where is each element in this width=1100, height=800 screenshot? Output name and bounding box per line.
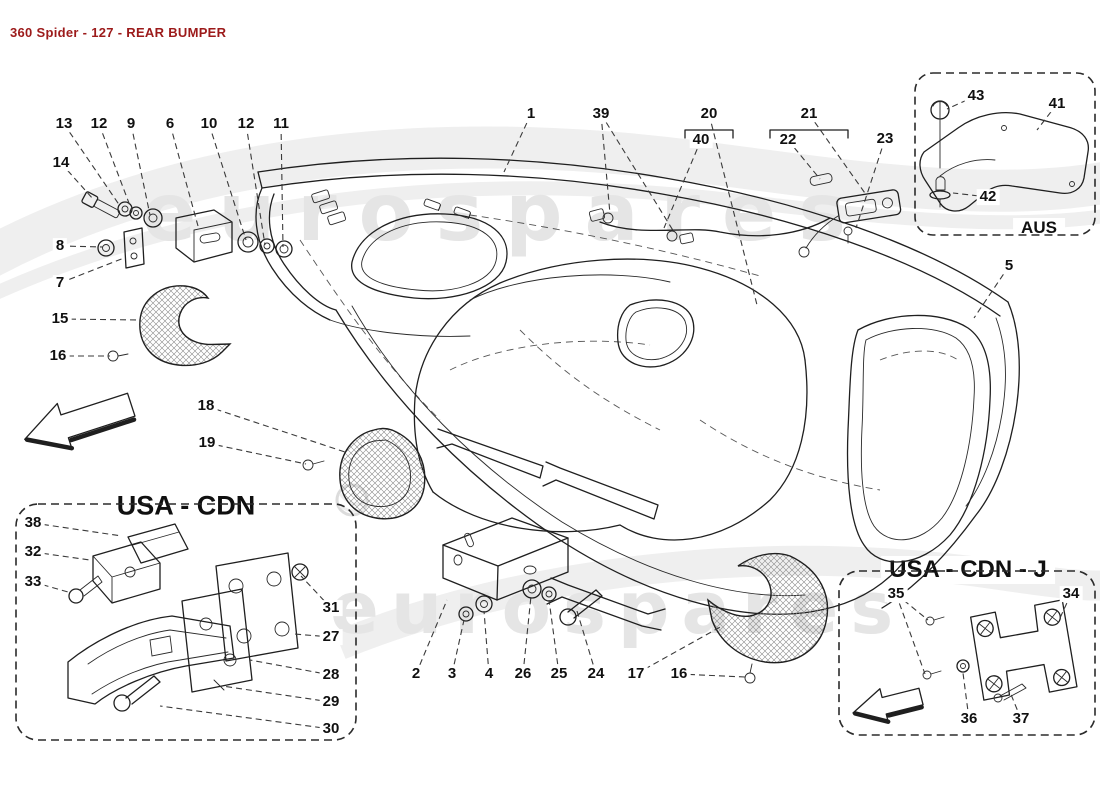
- light-screws: [809, 173, 853, 244]
- hitch-bolt: [113, 675, 161, 712]
- direction-arrow-small: [852, 687, 924, 724]
- mud-guard-left: [139, 285, 232, 367]
- bumper-shell: [255, 157, 1020, 615]
- bracket-21: [769, 129, 849, 139]
- grille-panel: [339, 427, 426, 520]
- usa-cdn-box: [15, 503, 357, 741]
- usa-cdn-j-box: [838, 570, 1096, 736]
- aus-box: [914, 72, 1096, 236]
- support-bracket: [442, 517, 569, 601]
- wiring-harness: [588, 208, 839, 258]
- mud-guard-screw-right: [744, 663, 756, 684]
- plate-screw: [291, 563, 309, 581]
- direction-arrow-large: [24, 392, 137, 451]
- fastener-group-left: [81, 191, 293, 269]
- hitch-arm: [67, 615, 235, 705]
- page-title: 360 Spider - 127 - REAR BUMPER: [10, 25, 227, 40]
- bumper-under-structure: [311, 189, 808, 631]
- section-title-usa-cdn-j: USA - CDN - J: [881, 556, 1055, 584]
- bracket-20: [684, 129, 734, 139]
- mud-guard-right: [706, 552, 829, 664]
- aus-panel: [919, 112, 1090, 212]
- licence-plate-light: [836, 189, 902, 224]
- section-title-aus: AUS: [1013, 218, 1065, 238]
- back-plate: [215, 552, 299, 662]
- grille-screw: [302, 459, 325, 471]
- rubber-pad: [127, 523, 189, 564]
- aus-wingnut: [930, 100, 950, 169]
- section-title-usa-cdn: USA - CDN: [108, 490, 264, 522]
- rubber-block: [92, 541, 161, 604]
- mud-guard-screw-left: [107, 350, 129, 362]
- block-bolt: [68, 575, 103, 604]
- aus-stud: [929, 176, 951, 208]
- mid-plate: [181, 588, 253, 693]
- fender-liner: [846, 314, 991, 563]
- j-screws: [922, 616, 1027, 703]
- h-plate: [970, 599, 1078, 701]
